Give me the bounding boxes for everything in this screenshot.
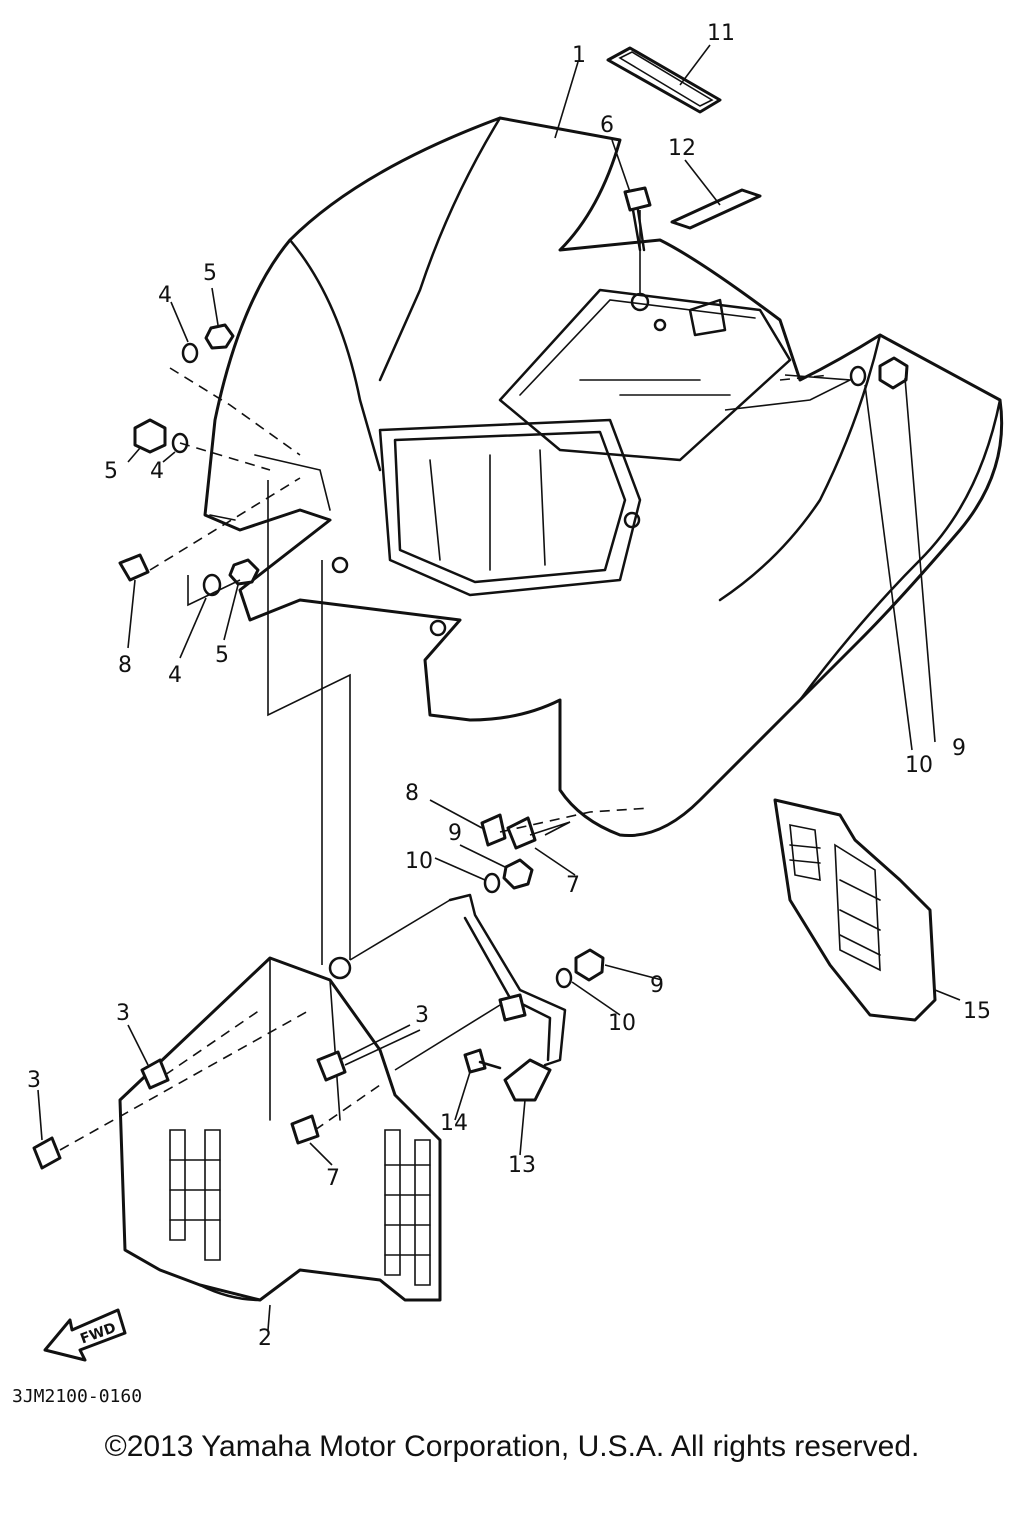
forward-arrow: FWD [43, 1308, 127, 1362]
callout-4: 4 [168, 663, 182, 688]
callout-1: 1 [572, 43, 586, 68]
screw-icon [140, 1058, 170, 1090]
callout-9: 9 [650, 973, 664, 998]
callout-numbers: 1 2 3 3 3 4 4 4 5 5 5 6 7 7 8 8 9 9 9 10… [27, 21, 991, 1351]
screw-icon [480, 813, 507, 847]
callout-14: 14 [440, 1111, 468, 1136]
bolt-14 [463, 1048, 502, 1074]
callout-10: 10 [608, 1011, 636, 1036]
callout-11: 11 [707, 21, 735, 46]
callout-6: 6 [600, 113, 614, 138]
screw-icon [506, 816, 537, 850]
callout-10: 10 [405, 849, 433, 874]
nut-icon [574, 948, 605, 982]
nut-icon [133, 418, 167, 454]
copyright-notice: ©2013 Yamaha Motor Corporation, U.S.A. A… [104, 1430, 920, 1463]
nut-icon [204, 323, 235, 350]
guard-vents-left [169, 1129, 221, 1261]
bolt-top [623, 186, 652, 252]
callout-8: 8 [118, 653, 132, 678]
bracket [448, 893, 567, 1102]
hardware [32, 323, 909, 1170]
callout-13: 13 [508, 1153, 536, 1178]
washer-icon [555, 967, 573, 989]
guard-vents-right [384, 1129, 431, 1286]
callout-3: 3 [27, 1068, 41, 1093]
screw-icon [32, 1136, 62, 1170]
callout-4: 4 [150, 459, 164, 484]
assembly-lines [59, 210, 853, 1151]
screw-icon [316, 1050, 347, 1082]
washer-icon [849, 365, 867, 387]
washer-icon [181, 342, 199, 364]
callout-9: 9 [448, 821, 462, 846]
callout-leaders [37, 44, 961, 1331]
callout-7: 7 [326, 1166, 340, 1191]
callout-7: 7 [566, 873, 580, 898]
callout-8: 8 [405, 781, 419, 806]
nut-icon [502, 858, 534, 890]
label-sticker [670, 188, 762, 230]
drawing-code: 3JM2100-0160 [12, 1386, 142, 1407]
screw-icon [290, 1114, 320, 1145]
washer-icon [171, 432, 189, 454]
callout-5: 5 [104, 459, 118, 484]
mud-guard-left [118, 956, 442, 1302]
rear-fender [203, 116, 1004, 838]
callout-12: 12 [668, 136, 696, 161]
callout-15: 15 [963, 999, 991, 1024]
nut-icon [228, 558, 260, 586]
strap [606, 46, 722, 114]
callout-5: 5 [203, 261, 217, 286]
callout-3: 3 [116, 1001, 130, 1026]
mud-flap-right [773, 798, 937, 1022]
callout-4: 4 [158, 283, 172, 308]
washer-icon [483, 872, 501, 894]
washer-icon [202, 573, 222, 597]
callout-3: 3 [415, 1003, 429, 1028]
callout-10: 10 [905, 753, 933, 778]
nut-icon [878, 356, 909, 390]
callout-2: 2 [258, 1326, 272, 1351]
callout-9: 9 [952, 736, 966, 761]
screw-icon [118, 553, 150, 582]
callout-5: 5 [215, 643, 229, 668]
